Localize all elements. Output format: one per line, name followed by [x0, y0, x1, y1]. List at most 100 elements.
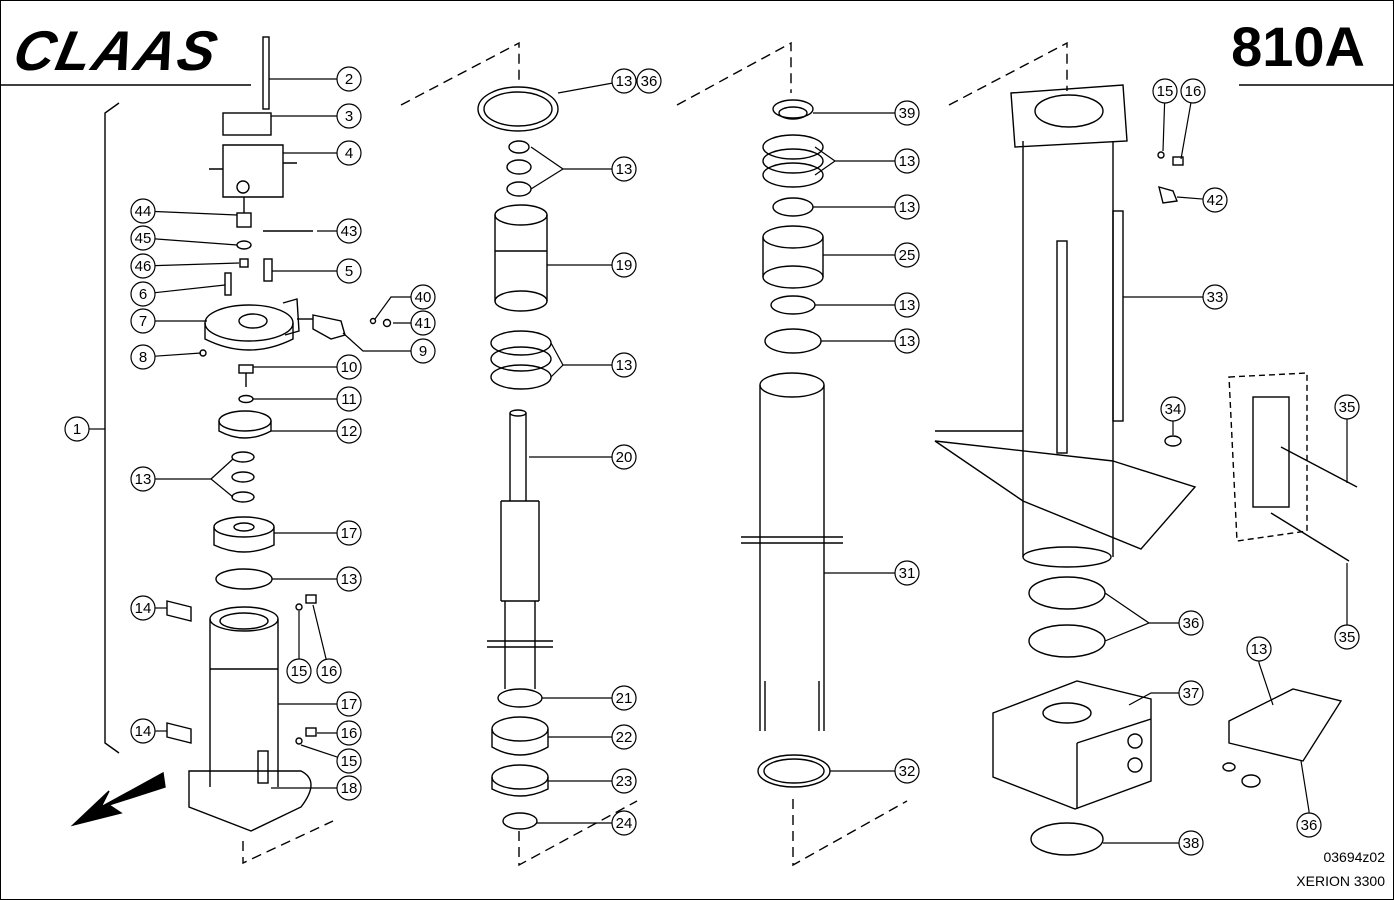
callout-36: 36: [1104, 592, 1204, 642]
brand-logo: CLAAS: [8, 19, 225, 82]
callout-label: 45: [135, 230, 152, 247]
callout-label: 13: [616, 357, 633, 374]
callout-circle: [336, 566, 362, 592]
callout-label: 43: [341, 223, 358, 240]
callout-label: 7: [139, 313, 147, 330]
callout-label: 1: [73, 421, 81, 438]
callout-circle: [611, 68, 637, 94]
callout-circle: [1246, 636, 1272, 662]
callout-33: 33: [1123, 284, 1228, 310]
callout-11: 11: [253, 386, 362, 412]
callout-10: 10: [253, 354, 362, 380]
callout-circle: [336, 748, 362, 774]
callout-label: 9: [419, 343, 427, 360]
leader-line: [530, 146, 612, 190]
callout-label: 33: [1207, 289, 1224, 306]
callout-35: 35: [1334, 563, 1360, 650]
callout-13: 13: [821, 328, 920, 354]
callout-label: 16: [1185, 83, 1202, 100]
callout-8: 8: [130, 344, 202, 370]
callout-7: 7: [130, 308, 207, 334]
callout-label: 40: [415, 289, 432, 306]
callout-label: 15: [291, 663, 308, 680]
callout-circle: [894, 100, 920, 126]
callout-label: 42: [1207, 192, 1224, 209]
callout-32: 32: [830, 758, 920, 784]
callout-circle: [1334, 394, 1360, 420]
callout-36: 36: [1296, 760, 1322, 838]
callout-label: 35: [1339, 399, 1356, 416]
callout-circle: [611, 685, 637, 711]
leader-line: [154, 352, 202, 357]
callout-circle: [336, 386, 362, 412]
callout-circle: [611, 810, 637, 836]
callout-37: 37: [1128, 680, 1204, 706]
callout-label: 13: [899, 297, 916, 314]
callout-31: 31: [824, 560, 920, 586]
callout-label: 8: [139, 349, 147, 366]
callout-6: 6: [130, 281, 226, 307]
callout-label: 13: [341, 571, 358, 588]
leader-line: [154, 238, 238, 246]
callout-label: 5: [345, 263, 353, 280]
callout-circle: [336, 418, 362, 444]
column-2-parts: [400, 41, 638, 867]
machine-model: XERION 3300: [1296, 873, 1385, 889]
callout-label: 41: [415, 315, 432, 332]
callout-circle: [130, 466, 156, 492]
callout-circle: [336, 720, 362, 746]
callout-38: 38: [1103, 830, 1204, 856]
callout-label: 3: [345, 108, 353, 125]
callout-label: 20: [616, 449, 633, 466]
callout-label: 13: [899, 153, 916, 170]
callout-label: 19: [616, 257, 633, 274]
callout-circle: [410, 338, 436, 364]
callout-35: 35: [1334, 394, 1360, 483]
callout-label: 13: [1251, 641, 1268, 658]
callout-44: 44: [130, 198, 238, 224]
page-number: 810A: [1231, 15, 1365, 78]
callout-circle: [894, 758, 920, 784]
callout-label: 16: [341, 725, 358, 742]
callout-13: 13: [814, 146, 920, 176]
callout-label: 15: [341, 753, 358, 770]
callout-4: 4: [283, 140, 362, 166]
callout-20: 20: [529, 444, 637, 470]
callout-circle: [336, 354, 362, 380]
callout-circle: [130, 595, 156, 621]
callout-15: 15: [1152, 78, 1178, 152]
callout-3: 3: [271, 103, 362, 129]
leader-line: [154, 284, 226, 294]
callout-circle: [894, 242, 920, 268]
callout-circle: [336, 520, 362, 546]
callout-label: 39: [899, 105, 916, 122]
callout-13: 13: [530, 146, 637, 190]
callout-circle: [410, 310, 436, 336]
callout-label: 13: [135, 471, 152, 488]
callout-circle: [1202, 284, 1228, 310]
callout-label: 35: [1339, 629, 1356, 646]
callout-label: 13: [899, 199, 916, 216]
callout-46: 46: [130, 253, 240, 279]
callout-circle: [894, 194, 920, 220]
callout-label: 14: [135, 723, 152, 740]
leader-line: [154, 210, 238, 216]
callout-label: 21: [616, 690, 633, 707]
callout-circle: [1178, 830, 1204, 856]
callout-18: 18: [271, 775, 362, 801]
callout-label: 37: [1183, 685, 1200, 702]
callout-circle: [611, 156, 637, 182]
callout-label: 14: [135, 600, 152, 617]
callout-circle: [336, 258, 362, 284]
callout-25: 25: [823, 242, 920, 268]
callout-13: 13: [550, 342, 637, 378]
callout-label: 18: [341, 780, 358, 797]
callout-15: 15: [286, 611, 312, 684]
callout-circle: [336, 691, 362, 717]
leader-line: [1180, 102, 1192, 160]
callout-circle: [336, 775, 362, 801]
callout-circle: [894, 148, 920, 174]
callout-41: 41: [393, 310, 436, 336]
